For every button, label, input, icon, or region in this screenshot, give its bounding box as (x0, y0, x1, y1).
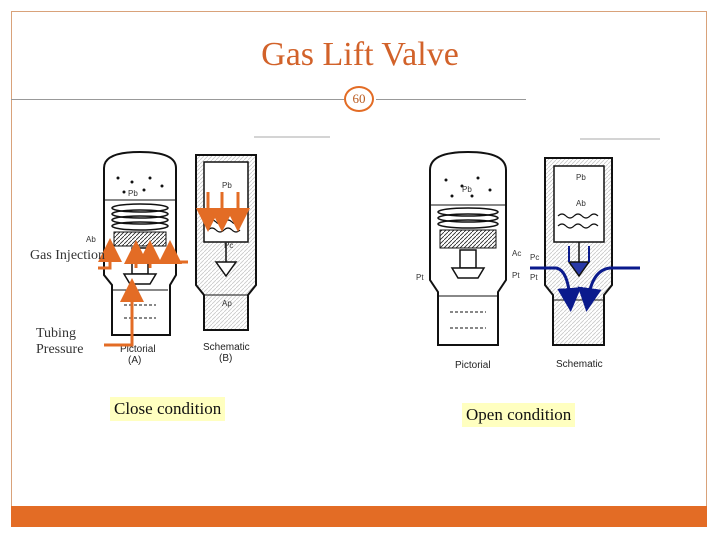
tubing-pressure-label: Tubing Pressure (36, 326, 84, 357)
symbol-ap-left: Ap (222, 299, 232, 308)
orange-pressure-arrows (98, 192, 250, 347)
caption-pictorial-left: Pictorial (120, 344, 156, 355)
symbol-pb-left: Pb (128, 189, 138, 198)
open-condition-label: Open condition (462, 403, 576, 427)
symbol-ab-schematic-right: Ab (576, 199, 586, 208)
symbol-pb-schematic-left: Pb (222, 181, 232, 190)
right-pictorial-symbols: Pb Ac Pt Pt (416, 185, 521, 282)
diagram-header-rules (254, 136, 660, 140)
symbol-pb-right: Pb (462, 185, 472, 194)
symbol-ab-left: Ab (86, 235, 96, 244)
right-schematic-valve (544, 157, 613, 346)
symbol-pt-right: Pt (512, 271, 520, 280)
right-pictorial-valve (429, 150, 507, 346)
close-condition-label: Close condition (110, 397, 226, 421)
symbol-pc-right: Pc (530, 253, 539, 262)
right-schematic-symbols: Pb Ab Pc Pt (530, 173, 586, 282)
title-divider-right (376, 99, 526, 100)
page-number-badge: 60 (344, 86, 374, 112)
caption-schematic-left: Schematic (203, 342, 250, 353)
caption-pictorial-sub-left: (A) (128, 355, 141, 366)
left-schematic-valve (195, 154, 257, 331)
caption-pictorial-right: Pictorial (455, 360, 491, 371)
symbol-pb-schematic-right: Pb (576, 173, 586, 182)
left-pictorial-symbols: Pb Ab (86, 189, 138, 244)
left-pictorial-valve (103, 150, 177, 336)
symbol-ac-right: Ac (512, 249, 521, 258)
caption-schematic-sub-left: (B) (219, 353, 232, 364)
left-schematic-symbols: Pb Pc Ap (222, 181, 233, 308)
gas-injection-label: Gas Injection (30, 248, 106, 263)
symbol-pt-schematic-right: Pt (530, 273, 538, 282)
symbol-pt-left-right: Pt (416, 273, 424, 282)
symbol-pc-left: Pc (224, 241, 233, 250)
title-divider-left (11, 99, 344, 100)
caption-schematic-right: Schematic (556, 359, 603, 370)
blue-flow-arrows (530, 246, 640, 312)
slide-title: Gas Lift Valve (261, 36, 459, 73)
footer-bar (11, 506, 707, 527)
